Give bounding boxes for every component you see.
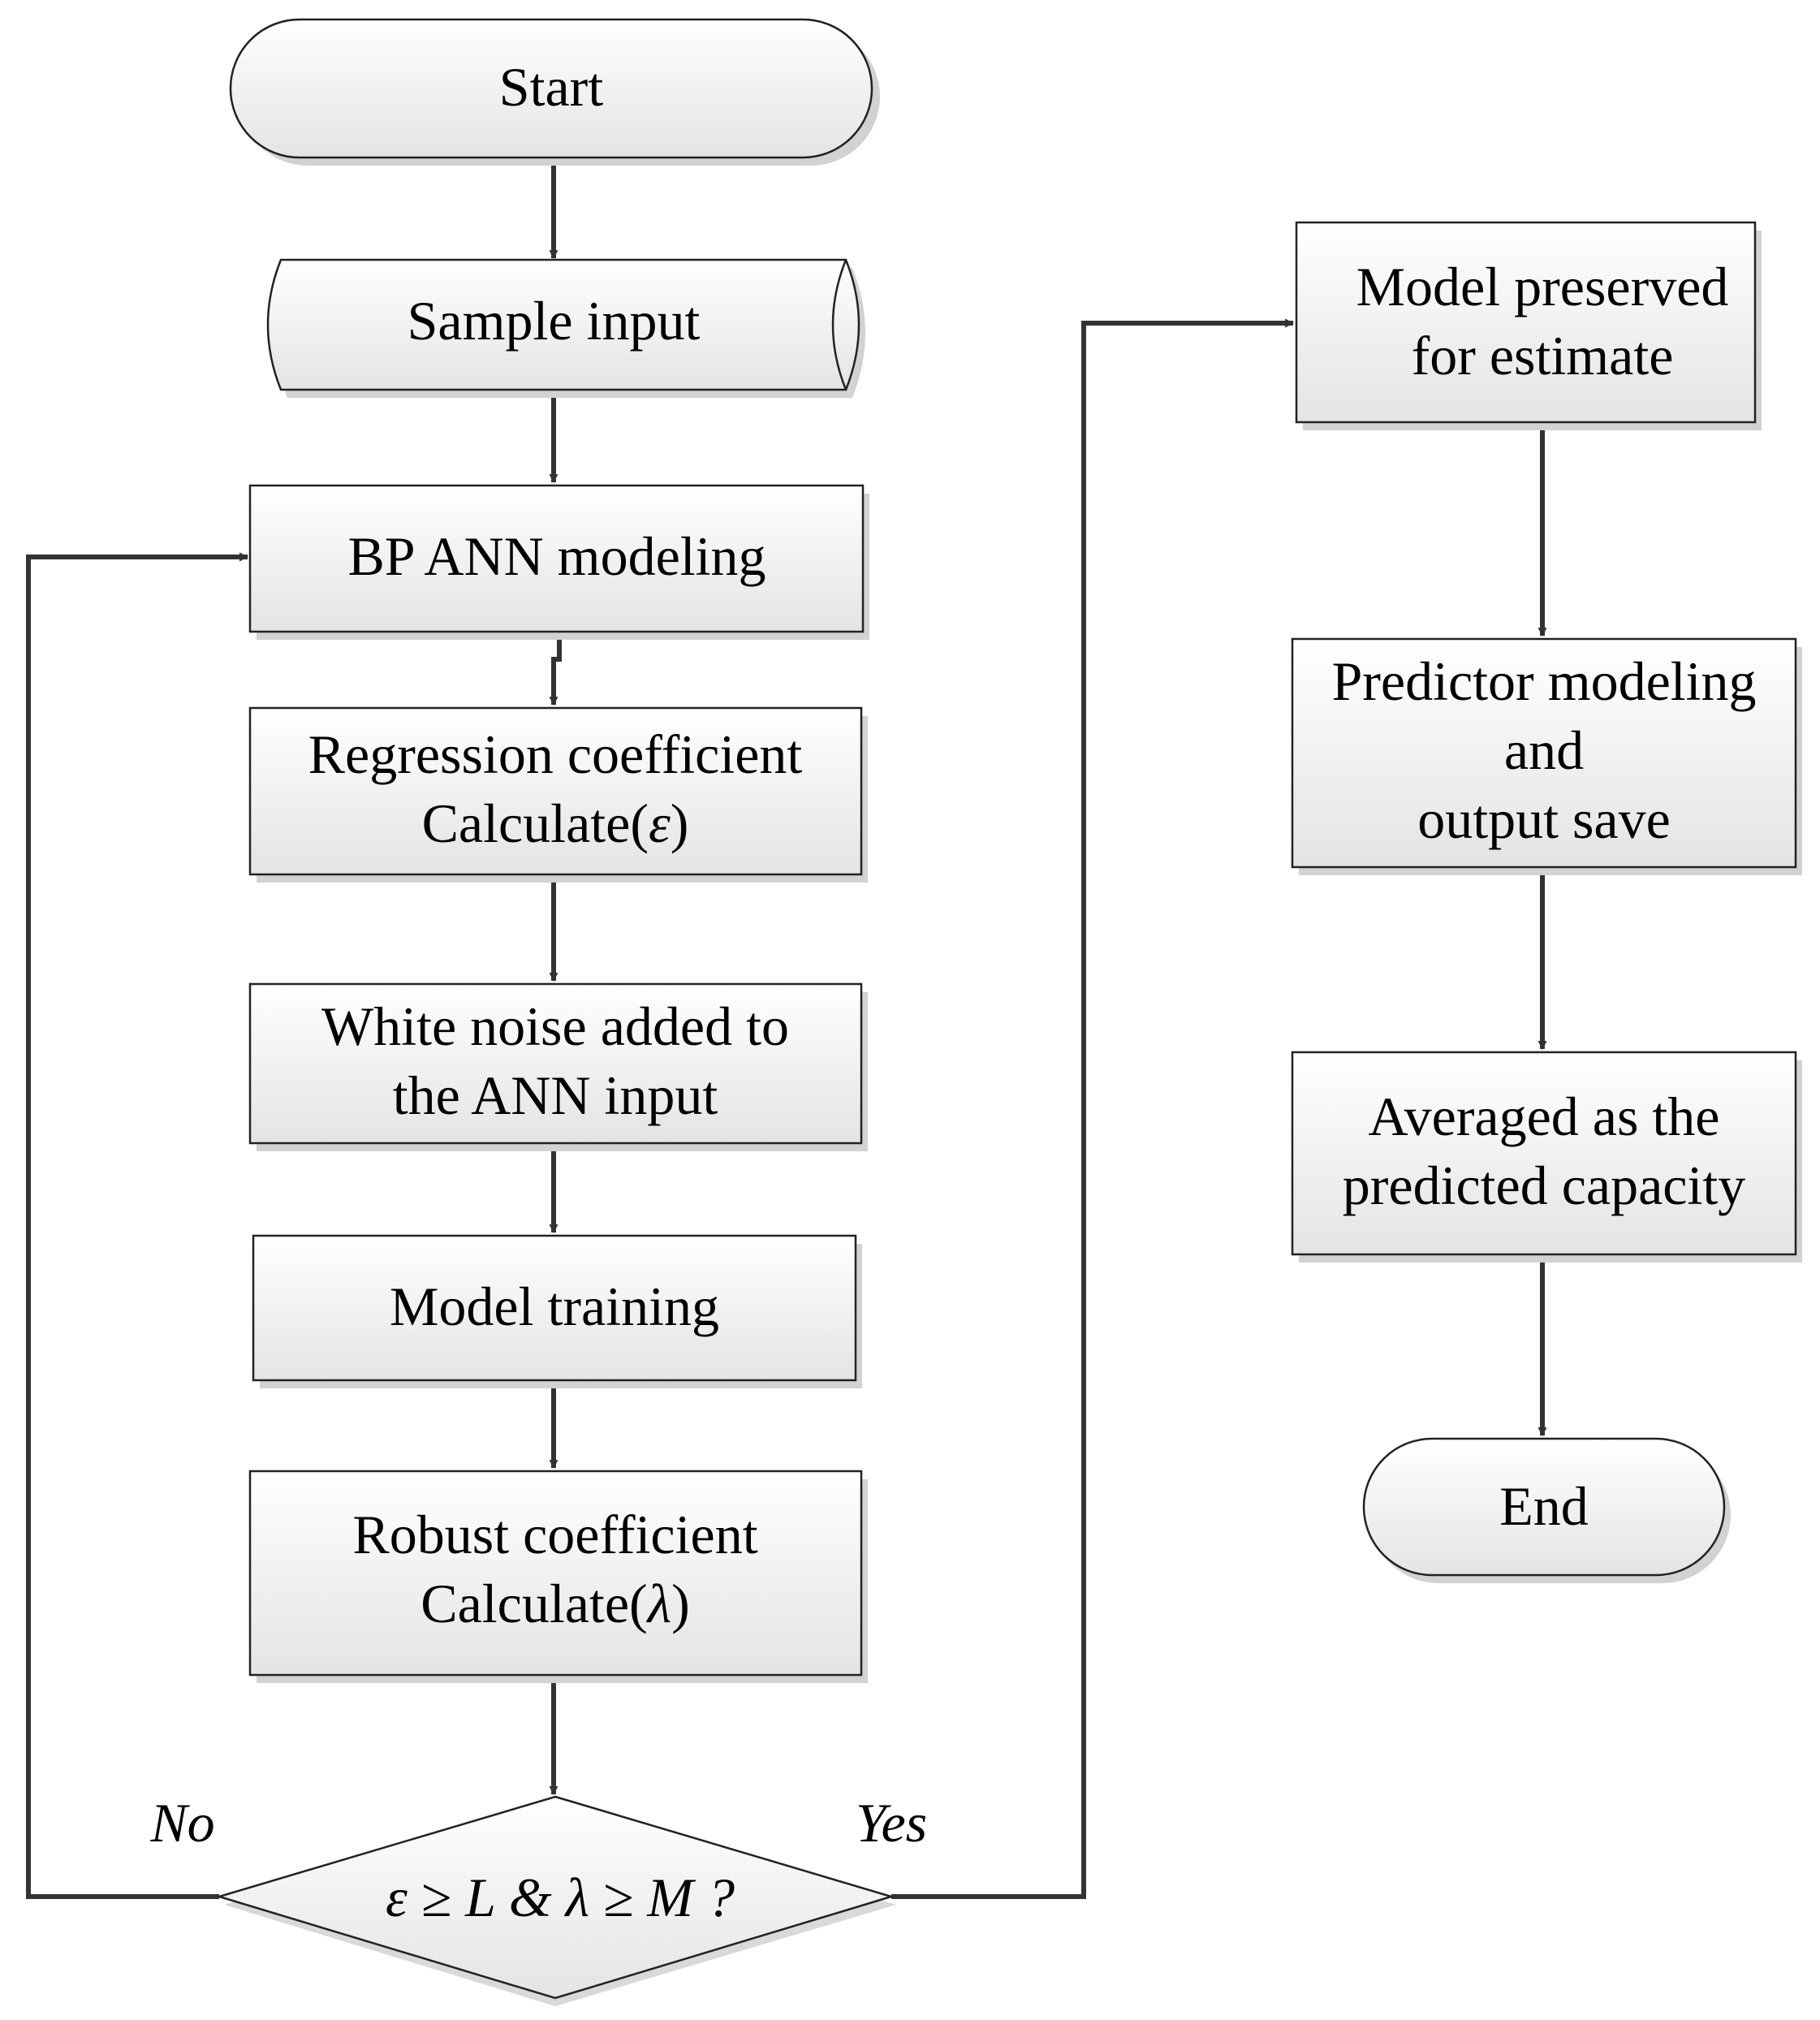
node-regression-coefficient: Regression coefficient Calculate(ε) [248, 706, 868, 883]
end-label: End [1499, 1475, 1589, 1537]
robust-label-line2: Calculate(λ) [420, 1573, 690, 1634]
node-averaged: Averaged as the predicted capacity [1291, 1051, 1802, 1262]
no-label: No [149, 1792, 214, 1854]
node-decision: ε ≥ L & λ ≥ M ? [215, 1795, 896, 2006]
start-label: Start [499, 56, 604, 118]
node-model-preserved: Model preserved for estimate [1295, 221, 1762, 430]
bp-ann-label: BP ANN modeling [347, 525, 766, 587]
averaged-label-line1: Averaged as the [1369, 1086, 1720, 1147]
node-sample-input: Sample input [266, 258, 865, 398]
sample-input-label: Sample input [408, 290, 701, 352]
edge-yes-branch [891, 318, 1295, 1899]
model-preserved-label-line2: for estimate [1412, 325, 1674, 386]
robust-label-line1: Robust coefficient [352, 1504, 757, 1565]
connectors [26, 158, 1547, 1899]
node-start: Start [229, 18, 880, 166]
edge-no-loop [26, 552, 249, 1899]
averaged-label-line2: predicted capacity [1343, 1155, 1746, 1216]
edge-bp-regression [549, 632, 562, 706]
predictor-label-line3: output save [1417, 788, 1671, 850]
node-end: End [1362, 1437, 1731, 1583]
regression-label-line2: Calculate(ε) [422, 792, 689, 854]
model-preserved-label-line1: Model preserved [1356, 256, 1729, 317]
node-robust-coefficient: Robust coefficient Calculate(λ) [248, 1470, 868, 1683]
node-model-training: Model training [252, 1234, 862, 1388]
node-predictor-modeling: Predictor modeling and output save [1291, 637, 1802, 875]
regression-label-line1: Regression coefficient [308, 723, 803, 785]
predictor-label-line2: and [1504, 719, 1584, 781]
node-bp-ann-modeling: BP ANN modeling [248, 484, 869, 640]
yes-label: Yes [856, 1792, 927, 1854]
node-white-noise: White noise added to the ANN input [248, 982, 868, 1151]
model-training-label: Model training [390, 1275, 719, 1337]
predictor-label-line1: Predictor modeling [1331, 650, 1756, 712]
white-noise-label-line1: White noise added to [321, 995, 789, 1057]
white-noise-label-line2: the ANN input [393, 1064, 718, 1126]
decision-label: ε ≥ L & λ ≥ M ? [386, 1867, 735, 1928]
